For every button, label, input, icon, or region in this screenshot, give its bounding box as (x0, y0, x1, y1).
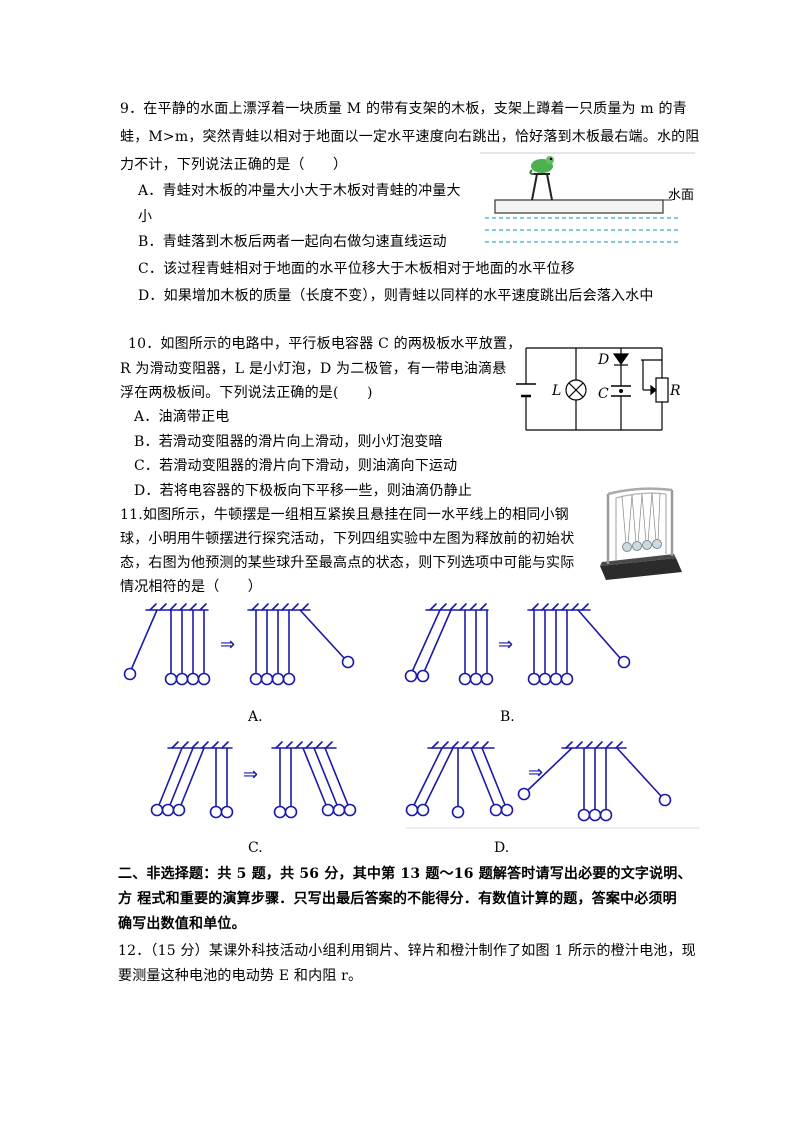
section2-line-2: 方 程式和重要的演算步骤．只写出最后答案的不能得分．有数值计算的题，答案中必须明 (118, 891, 677, 907)
section2-line-1: 二、非选择题：共 5 题，共 56 分，其中第 13 题～16 题解答时请写出必… (118, 866, 692, 882)
q9-option-a-cont: 小 (138, 209, 153, 225)
svg-text:R: R (669, 383, 680, 399)
q9-line-1: 9．在平静的水面上漂浮着一块质量 M 的带有支架的木板，支架上蹲着一只质量为 m… (120, 101, 687, 117)
q10-option-b: B．若滑动变阻器的滑片向上滑动，则小灯泡变暗 (134, 434, 443, 450)
q10-option-d: D．若将电容器的下极板向下平移一些，则油滴仍静止 (134, 483, 473, 499)
q9-option-a: A．青蛙对木板的冲量大小大于木板对青蛙的冲量大 (138, 183, 461, 199)
q11-line-1: 11.如图所示，牛顿摆是一组相互紧挨且悬挂在同一水平线上的相同小钢 (120, 507, 569, 523)
svg-text:C: C (598, 386, 609, 402)
frog-icon (529, 156, 554, 175)
q9-option-c: C．该过程青蛙相对于地面的水平位移大于木板相对于地面的水平位移 (138, 261, 575, 277)
q9-frog-board-figure: 水面 (480, 150, 695, 250)
q10-line-1: 10．如图所示的电路中，平行板电容器 C 的两极板水平放置， (128, 336, 522, 352)
svg-text:D: D (597, 352, 609, 368)
q12-line-1: 12．（15 分）某课外科技活动小组利用铜片、锌片和橙汁制作了如图 1 所示的橙… (118, 943, 696, 959)
q9-line-2: 蛙，M>m，突然青蛙以相对于地面以一定水平速度向右跳出，恰好落到木板最右端。水的… (120, 129, 700, 145)
q11-options-figure: ⇒ ⇒ ⇒ ⇒ (110, 600, 700, 840)
q9-option-b: B．青蛙落到木板后两者一起向右做匀速直线运动 (138, 234, 447, 250)
q10-line-3: 浮在两极板间。下列说法正确的是( ) (120, 385, 373, 401)
arrow-b: ⇒ (498, 634, 513, 655)
q12-line-2: 要测量这种电池的电动势 E 和内阻 r。 (118, 968, 363, 984)
option-c-label: C. (248, 840, 263, 856)
q10-option-c: C．若滑动变阻器的滑片向下滑动，则油滴向下运动 (134, 458, 458, 474)
option-b-label: B. (500, 709, 515, 725)
q9-line-3: 力不计，下列说法正确的是（ ） (120, 157, 348, 173)
section2-line-3: 确写出数值和单位。 (118, 916, 246, 932)
water-surface-label: 水面 (668, 188, 694, 203)
arrow-d: ⇒ (528, 762, 543, 783)
q10-option-a: A．油滴带正电 (134, 409, 230, 425)
option-a-label: A. (248, 709, 263, 725)
newtons-cradle-photo (596, 486, 684, 582)
svg-text:L: L (551, 383, 561, 399)
q10-circuit-diagram: D L C R (510, 340, 681, 440)
q11-line-4: 情况相符的是（ ） (120, 579, 262, 595)
q11-line-2: 球，小明用牛顿摆进行探究活动，下列四组实验中左图为释放前的初始状 (120, 531, 575, 547)
q9-option-d: D．如果增加木板的质量（长度不变），则青蛙以同样的水平速度跳出后会落入水中 (138, 288, 654, 304)
arrow-c: ⇒ (243, 764, 258, 785)
arrow-a: ⇒ (220, 634, 235, 655)
option-d-label: D. (494, 840, 510, 856)
q11-line-3: 态，右图为他预测的某些球升至最高点的状态，则下列选项中可能与实际 (120, 555, 575, 571)
q10-line-2: R 为滑动变阻器，L 是小灯泡，D 为二极管，有一带电油滴悬 (120, 361, 507, 377)
